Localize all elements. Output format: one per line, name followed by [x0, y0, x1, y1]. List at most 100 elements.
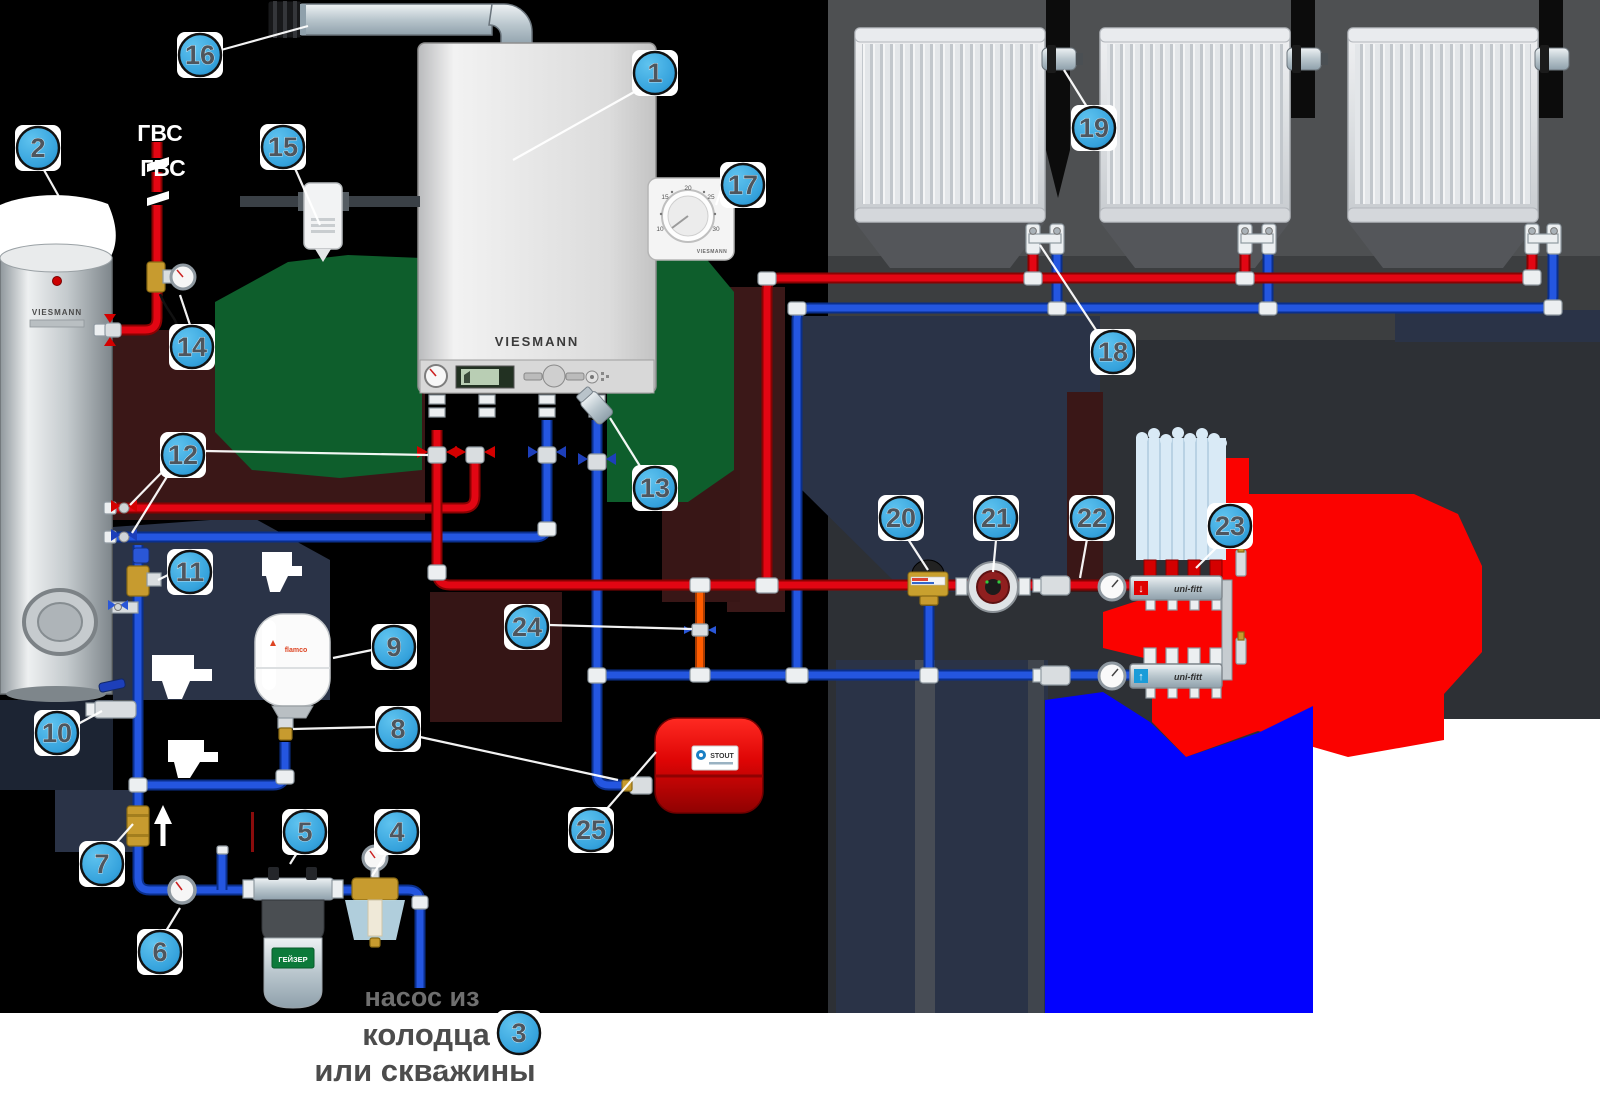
callout-7: 7 [79, 841, 125, 887]
svg-text:9: 9 [386, 632, 401, 662]
callout-6: 6 [137, 929, 183, 975]
svg-text:5: 5 [297, 817, 312, 847]
manifold-return-brand: uni-fitt [1174, 672, 1203, 682]
callout-22: 22 [1069, 495, 1115, 541]
boiler-brand: VIESMANN [495, 334, 580, 349]
text-labels: ГВС ГВС насос из колодца или скважины [137, 120, 535, 1088]
svg-text:6: 6 [152, 937, 167, 967]
room-thermostat: 10 15 20 25 30 VIESMANN [647, 177, 735, 261]
svg-text:1: 1 [647, 58, 662, 88]
tank-brand: VIESMANN [32, 308, 82, 317]
flamco-brand: flamco [285, 647, 308, 654]
callout-13: 13 [632, 465, 678, 511]
callout-16: 16 [177, 32, 223, 78]
svg-text:21: 21 [981, 503, 1011, 533]
svg-text:15: 15 [268, 132, 298, 162]
svg-text:20: 20 [684, 185, 692, 192]
callout-19: 19 [1071, 105, 1117, 151]
radiators [854, 27, 1570, 255]
source-text-3: или скважины [314, 1053, 535, 1088]
green-zone-left [215, 255, 422, 478]
gvs-label-top: ГВС [137, 120, 182, 146]
callout-15: 15 [260, 124, 306, 170]
callout-5: 5 [282, 809, 328, 855]
stout-brand: STOUT [710, 753, 734, 760]
svg-text:14: 14 [177, 332, 207, 362]
svg-text:7: 7 [94, 849, 109, 879]
floor-loops [1136, 427, 1227, 560]
coaxial-flue [267, 0, 533, 47]
radiator-2 [1099, 27, 1291, 223]
callout-12: 12 [160, 432, 206, 478]
callout-2: 2 [15, 125, 61, 171]
expansion-tank-heating: STOUT [621, 717, 764, 814]
pipe-fittings [93, 269, 1563, 910]
svg-text:24: 24 [512, 612, 542, 642]
gas-filter [240, 182, 420, 262]
radiator-valves-1 [1025, 223, 1065, 255]
thermostatic-head-2 [1286, 45, 1328, 73]
svg-text:2: 2 [30, 133, 45, 163]
mixing-valve [907, 559, 949, 606]
callout-11: 11 [167, 549, 213, 595]
storage-water-heater: VIESMANN [0, 243, 113, 702]
boiler-connections [417, 386, 616, 471]
white-artifacts [152, 552, 302, 778]
svg-text:8: 8 [390, 714, 405, 744]
svg-text:15: 15 [661, 194, 669, 201]
svg-text:10: 10 [656, 226, 664, 233]
check-valve-7 [126, 805, 172, 847]
svg-text:23: 23 [1215, 511, 1245, 541]
thermostatic-head-3 [1534, 45, 1570, 73]
svg-text:25: 25 [707, 194, 715, 201]
svg-text:30: 30 [712, 226, 720, 233]
gvs-label-bottom: ГВС [140, 155, 185, 181]
source-text-1: насос из [364, 982, 479, 1012]
svg-text:20: 20 [886, 503, 916, 533]
svg-text:13: 13 [640, 473, 670, 503]
svg-text:12: 12 [168, 440, 198, 470]
svg-text:10: 10 [42, 718, 72, 748]
green-zone-right [607, 256, 734, 502]
white-blob-tank-top [0, 195, 116, 258]
wall-boiler: VIESMANN [417, 42, 657, 471]
callout-4: 4 [374, 809, 420, 855]
callout-9: 9 [371, 624, 417, 670]
manifold-return-bar: ↑ uni-fitt [1129, 631, 1247, 699]
callout-1: 1 [632, 50, 678, 96]
svg-text:↓: ↓ [1138, 583, 1144, 595]
circulation-pump [955, 561, 1031, 613]
radiator-1 [854, 27, 1046, 223]
callout-17: 17 [720, 162, 766, 208]
svg-text:↑: ↑ [1138, 671, 1144, 683]
radiator-3 [1347, 27, 1539, 223]
ball-valve-10 [85, 678, 137, 719]
water-filter: ГЕЙЗЕР [242, 867, 344, 1009]
svg-text:25: 25 [576, 815, 606, 845]
callout-18: 18 [1090, 329, 1136, 375]
coil-shutoff-valves [111, 500, 137, 543]
callout-23: 23 [1207, 503, 1253, 549]
svg-text:11: 11 [176, 557, 205, 587]
svg-text:22: 22 [1077, 503, 1107, 533]
callout-14: 14 [169, 324, 215, 370]
dhw-safety-group [104, 157, 197, 346]
callout-8: 8 [375, 706, 421, 752]
callout-3: 3 [496, 1010, 542, 1056]
expansion-tank-dhw: flamco [254, 613, 331, 741]
callouts: 1 2 3 4 5 6 7 8 9 10 11 12 13 14 15 16 1… [15, 32, 1253, 1056]
source-text-2: колодца [362, 1017, 490, 1052]
svg-text:17: 17 [728, 170, 758, 200]
cold-feed-fittings [85, 547, 172, 847]
svg-text:4: 4 [389, 817, 404, 847]
thermostat-brand: VIESMANN [697, 249, 727, 255]
manifold: ↓ uni-fitt ↑ uni-fitt [1129, 427, 1247, 699]
accent-blue-region [1045, 692, 1313, 1013]
callout-20: 20 [878, 495, 924, 541]
svg-text:3: 3 [511, 1018, 526, 1048]
callout-21: 21 [973, 495, 1019, 541]
underfloor-group [907, 559, 1127, 691]
svg-text:16: 16 [185, 40, 215, 70]
radiator-valves-3 [1524, 223, 1562, 255]
